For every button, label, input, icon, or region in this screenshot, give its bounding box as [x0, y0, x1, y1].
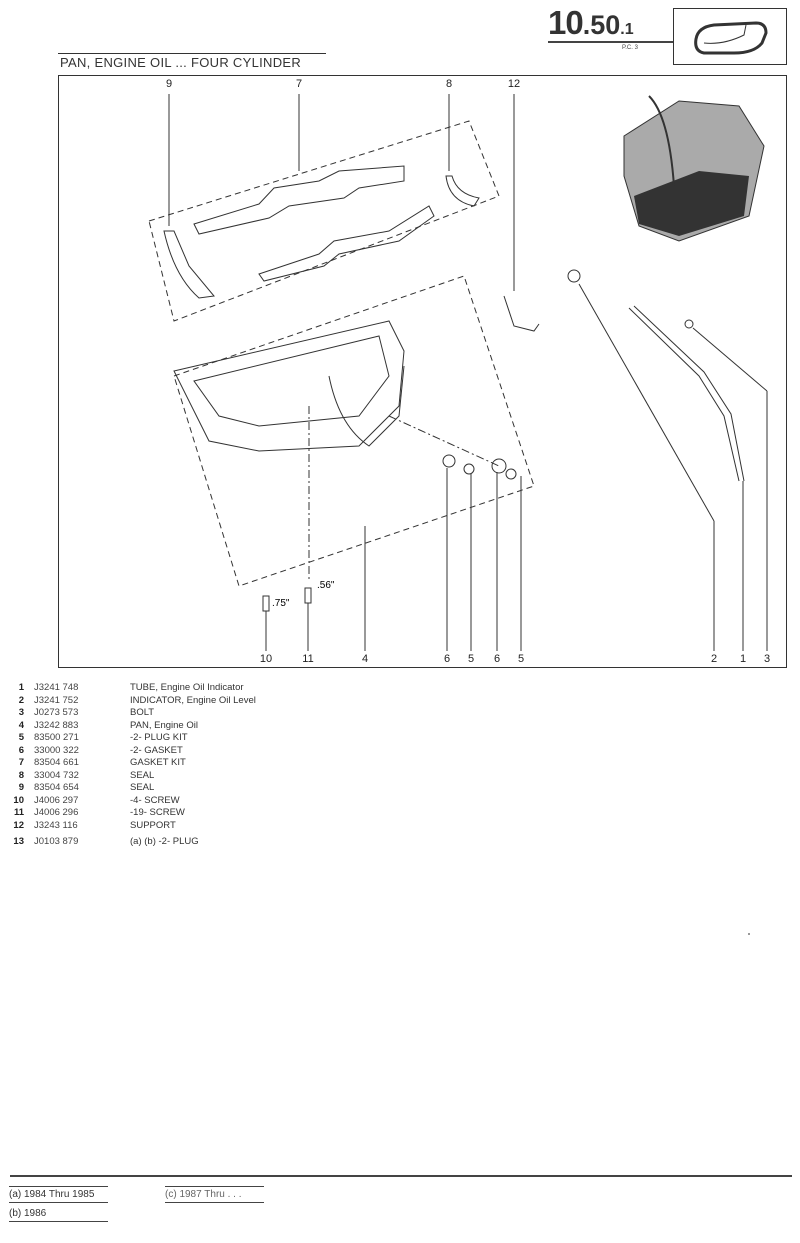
callout-5b: 5 — [517, 653, 525, 665]
part-description: -19- SCREW — [130, 807, 185, 818]
part-number: J3243 116 — [34, 819, 78, 831]
item-number: 6 — [18, 744, 24, 756]
part-number: J4006 296 — [34, 807, 79, 818]
part-number: 33000 322 — [34, 744, 79, 756]
item-number: 9 — [18, 782, 24, 793]
part-number: J4006 297 — [34, 794, 79, 806]
item-number: 12 — [13, 819, 24, 831]
part-description: TUBE, Engine Oil Indicator — [130, 682, 244, 693]
part-description: PAN, Engine Oil — [130, 719, 198, 731]
dimension-a: .75" — [272, 598, 290, 609]
parts-row-13: 13 J0103 879 (a) (b) -2- PLUG — [0, 836, 300, 849]
dimension-b: .56" — [317, 580, 335, 591]
item-number: 7 — [18, 757, 24, 768]
part-number: 33004 732 — [34, 769, 79, 781]
callout-11: 11 — [302, 653, 314, 665]
part-description: BOLT — [130, 707, 155, 718]
item-number: 2 — [18, 694, 24, 706]
part-number: J3241 752 — [34, 694, 79, 706]
callout-5a: 5 — [467, 653, 475, 665]
part-description: SEAL — [130, 769, 155, 781]
part-number: 83504 661 — [34, 757, 79, 768]
callout-4: 4 — [361, 653, 369, 665]
part-description: -4- SCREW — [130, 794, 180, 806]
exploded-diagram: .75" .56" 9 7 8 12 10 11 4 6 5 6 5 2 1 3 — [58, 75, 787, 668]
footnote-a: (a) 1984 Thru 1985 — [9, 1186, 108, 1203]
part-description: INDICATOR, Engine Oil Level — [130, 694, 256, 706]
callout-12: 12 — [507, 78, 521, 90]
speck — [748, 933, 750, 935]
part-number: 83500 271 — [34, 732, 79, 743]
part-description: -2- PLUG KIT — [130, 732, 188, 743]
footnote-c: (c) 1987 Thru . . . — [165, 1186, 264, 1203]
footer-rule — [10, 1175, 792, 1177]
part-description: (a) (b) -2- PLUG — [130, 836, 199, 847]
callout-7: 7 — [295, 78, 303, 90]
item-number: 10 — [13, 794, 24, 806]
section-underline — [548, 41, 674, 43]
section-major: 10 — [548, 4, 584, 41]
page-title: PAN, ENGINE OIL ... FOUR CYLINDER — [60, 55, 302, 70]
callout-10: 10 — [259, 653, 273, 665]
section-minor: 50 — [590, 10, 621, 40]
section-number: 10.50.1 — [548, 4, 634, 41]
item-number: 3 — [18, 707, 24, 718]
callout-9: 9 — [165, 78, 173, 90]
part-description: SEAL — [130, 782, 155, 793]
item-number: 11 — [13, 807, 24, 818]
callout-3: 3 — [763, 653, 771, 665]
footnote-b: (b) 1986 — [9, 1206, 108, 1222]
part-description: -2- GASKET — [130, 744, 183, 756]
callout-8: 8 — [445, 78, 453, 90]
item-number: 4 — [18, 719, 24, 731]
item-number: 1 — [18, 682, 24, 693]
callout-6b: 6 — [493, 653, 501, 665]
callout-2: 2 — [710, 653, 718, 665]
part-number: J3242 883 — [34, 719, 79, 731]
part-number: J0273 573 — [34, 707, 79, 718]
section-sub: 1 — [624, 21, 634, 38]
item-number: 8 — [18, 769, 24, 781]
oil-pan-icon — [673, 8, 787, 65]
part-number: J0103 879 — [34, 836, 79, 847]
item-number: 13 — [13, 836, 24, 847]
pc-label: P.C. 3 — [622, 45, 638, 51]
title-rule — [58, 53, 326, 54]
part-number: 83504 654 — [34, 782, 79, 793]
callout-6a: 6 — [443, 653, 451, 665]
item-number: 5 — [18, 732, 24, 743]
part-number: J3241 748 — [34, 682, 79, 693]
part-description: GASKET KIT — [130, 757, 186, 768]
part-description: SUPPORT — [130, 819, 176, 831]
diagram-drawing: .75" .56" — [148, 94, 768, 651]
callout-1: 1 — [739, 653, 747, 665]
